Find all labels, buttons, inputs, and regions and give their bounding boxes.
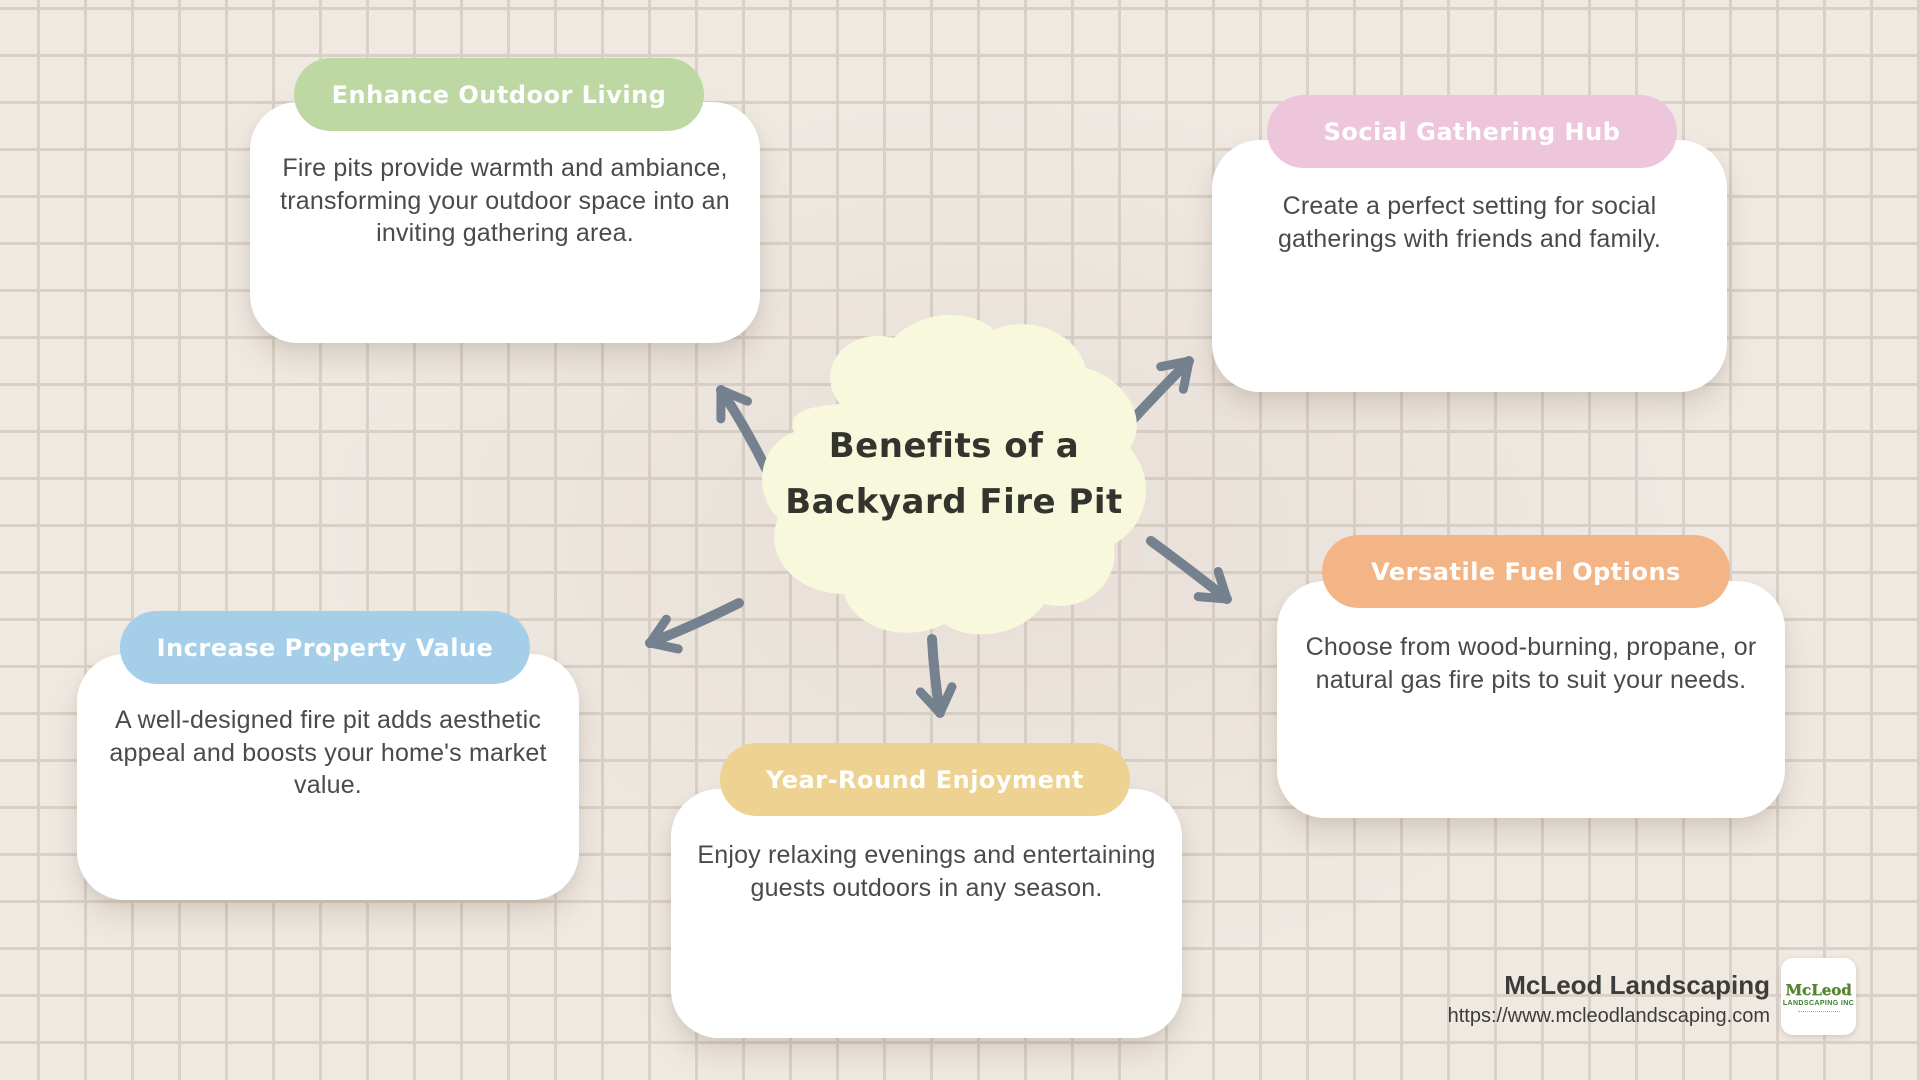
card-description: Fire pits provide warmth and ambiance, t… bbox=[280, 154, 730, 247]
pill-label: Year-Round Enjoyment bbox=[766, 765, 1084, 794]
page-title-line1: Benefits of a bbox=[828, 426, 1080, 466]
pill-increase-property-value: Increase Property Value bbox=[120, 611, 530, 684]
central-topic-blob: Benefits of a Backyard Fire Pit bbox=[752, 306, 1156, 642]
pill-label: Social Gathering Hub bbox=[1323, 117, 1621, 146]
arrow-down-left-icon bbox=[645, 598, 744, 654]
card-versatile-fuel-options: Choose from wood-burning, propane, or na… bbox=[1277, 581, 1785, 818]
brand-block: McLeod Landscaping https://www.mcleodlan… bbox=[1448, 970, 1770, 1028]
card-description: A well-designed fire pit adds aesthetic … bbox=[109, 706, 547, 799]
card-enhance-outdoor-living: Fire pits provide warmth and ambiance, t… bbox=[250, 102, 760, 343]
card-description: Create a perfect setting for social gath… bbox=[1277, 192, 1662, 253]
card-description: Enjoy relaxing evenings and entertaining… bbox=[697, 841, 1156, 902]
pill-versatile-fuel-options: Versatile Fuel Options bbox=[1322, 535, 1730, 608]
card-increase-property-value: A well-designed fire pit adds aesthetic … bbox=[77, 654, 579, 900]
brand-name: McLeod Landscaping bbox=[1504, 970, 1770, 1000]
pill-label: Increase Property Value bbox=[156, 633, 494, 662]
arrow-down-right-icon bbox=[1146, 536, 1232, 604]
brand-logo-subtitle: LANDSCAPING INC bbox=[1782, 999, 1855, 1007]
page-title-line2: Backyard Fire Pit bbox=[785, 482, 1123, 522]
blob-shape bbox=[762, 314, 1146, 635]
page-title: Benefits of a Backyard Fire Pit bbox=[752, 306, 1156, 642]
card-description: Choose from wood-burning, propane, or na… bbox=[1305, 633, 1757, 694]
brand-logo-fineprint bbox=[1797, 1010, 1840, 1012]
pill-label: Versatile Fuel Options bbox=[1371, 557, 1681, 586]
card-social-gathering-hub: Create a perfect setting for social gath… bbox=[1212, 140, 1727, 392]
brand-url[interactable]: https://www.mcleodlandscaping.com bbox=[1447, 1005, 1770, 1027]
pill-enhance-outdoor-living: Enhance Outdoor Living bbox=[294, 58, 704, 131]
card-year-round-enjoyment: Enjoy relaxing evenings and entertaining… bbox=[671, 789, 1182, 1038]
pill-label: Enhance Outdoor Living bbox=[331, 80, 667, 109]
pill-social-gathering-hub: Social Gathering Hub bbox=[1267, 95, 1677, 168]
pill-year-round-enjoyment: Year-Round Enjoyment bbox=[720, 743, 1130, 816]
arrow-down-icon bbox=[915, 634, 957, 718]
brand-logo: McLeod LANDSCAPING INC bbox=[1781, 958, 1856, 1035]
brand-logo-name: McLeod bbox=[1785, 980, 1852, 999]
